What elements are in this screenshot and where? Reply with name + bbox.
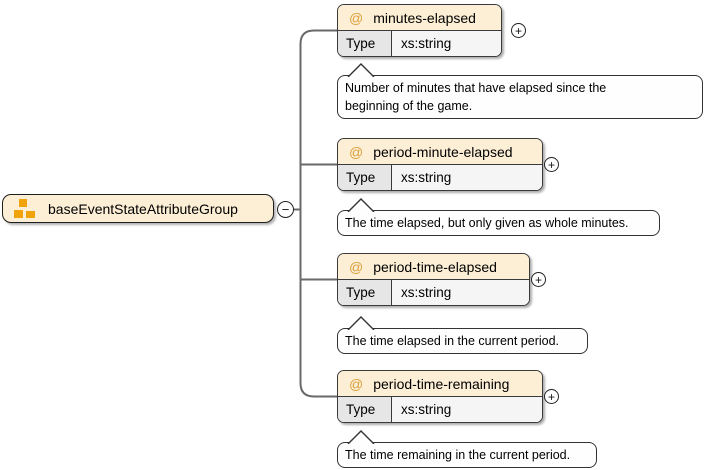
doc-note: The time elapsed in the current period. [337,316,588,354]
attribute-type-row: Type xs:string [338,279,529,305]
attribute-at-icon: @ [349,375,364,392]
attribute-name-label: period-minute-elapsed [373,143,513,160]
type-label-cell: Type [338,280,392,305]
note-pointer-icon [347,63,375,77]
attribute-type-row: Type xs:string [338,396,542,422]
attribute-node-period-time-remaining[interactable]: @ period-time-remaining Type xs:string [337,370,543,423]
doc-note: The time elapsed, but only given as whol… [337,198,660,236]
type-value-cell: xs:string [392,280,529,305]
doc-note-text: beginning of the game. [345,99,473,113]
doc-note: The time remaining in the current period… [337,430,597,468]
expand-button[interactable]: + [511,23,526,38]
type-label-cell: Type [338,397,392,422]
doc-note-text: The time elapsed, but only given as whol… [345,216,629,230]
attribute-title-row: @ period-minute-elapsed [338,139,542,164]
attribute-at-icon: @ [349,9,364,26]
doc-note-text: The time remaining in the current period… [345,448,571,462]
doc-note-text: The time elapsed in the current period. [345,334,560,348]
type-value-cell: xs:string [392,165,542,190]
type-value-cell: xs:string [392,397,542,422]
doc-note-text: Number of minutes that have elapsed sinc… [345,81,607,95]
note-pointer-icon [347,198,375,212]
attribute-name-label: period-time-elapsed [373,258,497,275]
attribute-node-minutes-elapsed[interactable]: @ minutes-elapsed Type xs:string [337,4,502,57]
attribute-title-row: @ minutes-elapsed [338,5,501,30]
plus-icon: + [534,272,542,287]
collapse-button[interactable]: − [277,201,294,218]
attribute-group-icon [14,199,36,218]
plus-icon: + [514,23,522,38]
expand-button[interactable]: + [544,157,559,172]
attribute-node-period-minute-elapsed[interactable]: @ period-minute-elapsed Type xs:string [337,138,543,191]
type-label-cell: Type [338,165,392,190]
attribute-type-row: Type xs:string [338,30,501,56]
plus-icon: + [547,157,555,172]
expand-button[interactable]: + [544,389,559,404]
doc-note: Number of minutes that have elapsed sinc… [337,63,703,119]
type-label-cell: Type [338,31,392,56]
attribute-group-node[interactable]: baseEventStateAttributeGroup [2,194,274,223]
note-pointer-icon [347,430,375,444]
attribute-at-icon: @ [349,143,364,160]
attribute-type-row: Type xs:string [338,164,542,190]
plus-icon: + [547,389,555,404]
minus-icon: − [281,202,290,217]
attribute-title-row: @ period-time-remaining [338,371,542,396]
attribute-group-label: baseEventStateAttributeGroup [48,200,238,217]
attribute-node-period-time-elapsed[interactable]: @ period-time-elapsed Type xs:string [337,253,530,306]
attribute-at-icon: @ [349,258,364,275]
attribute-title-row: @ period-time-elapsed [338,254,529,279]
attribute-name-label: period-time-remaining [373,375,510,392]
note-pointer-icon [347,316,375,330]
expand-button[interactable]: + [531,272,546,287]
type-value-cell: xs:string [392,31,501,56]
attribute-name-label: minutes-elapsed [373,9,476,26]
